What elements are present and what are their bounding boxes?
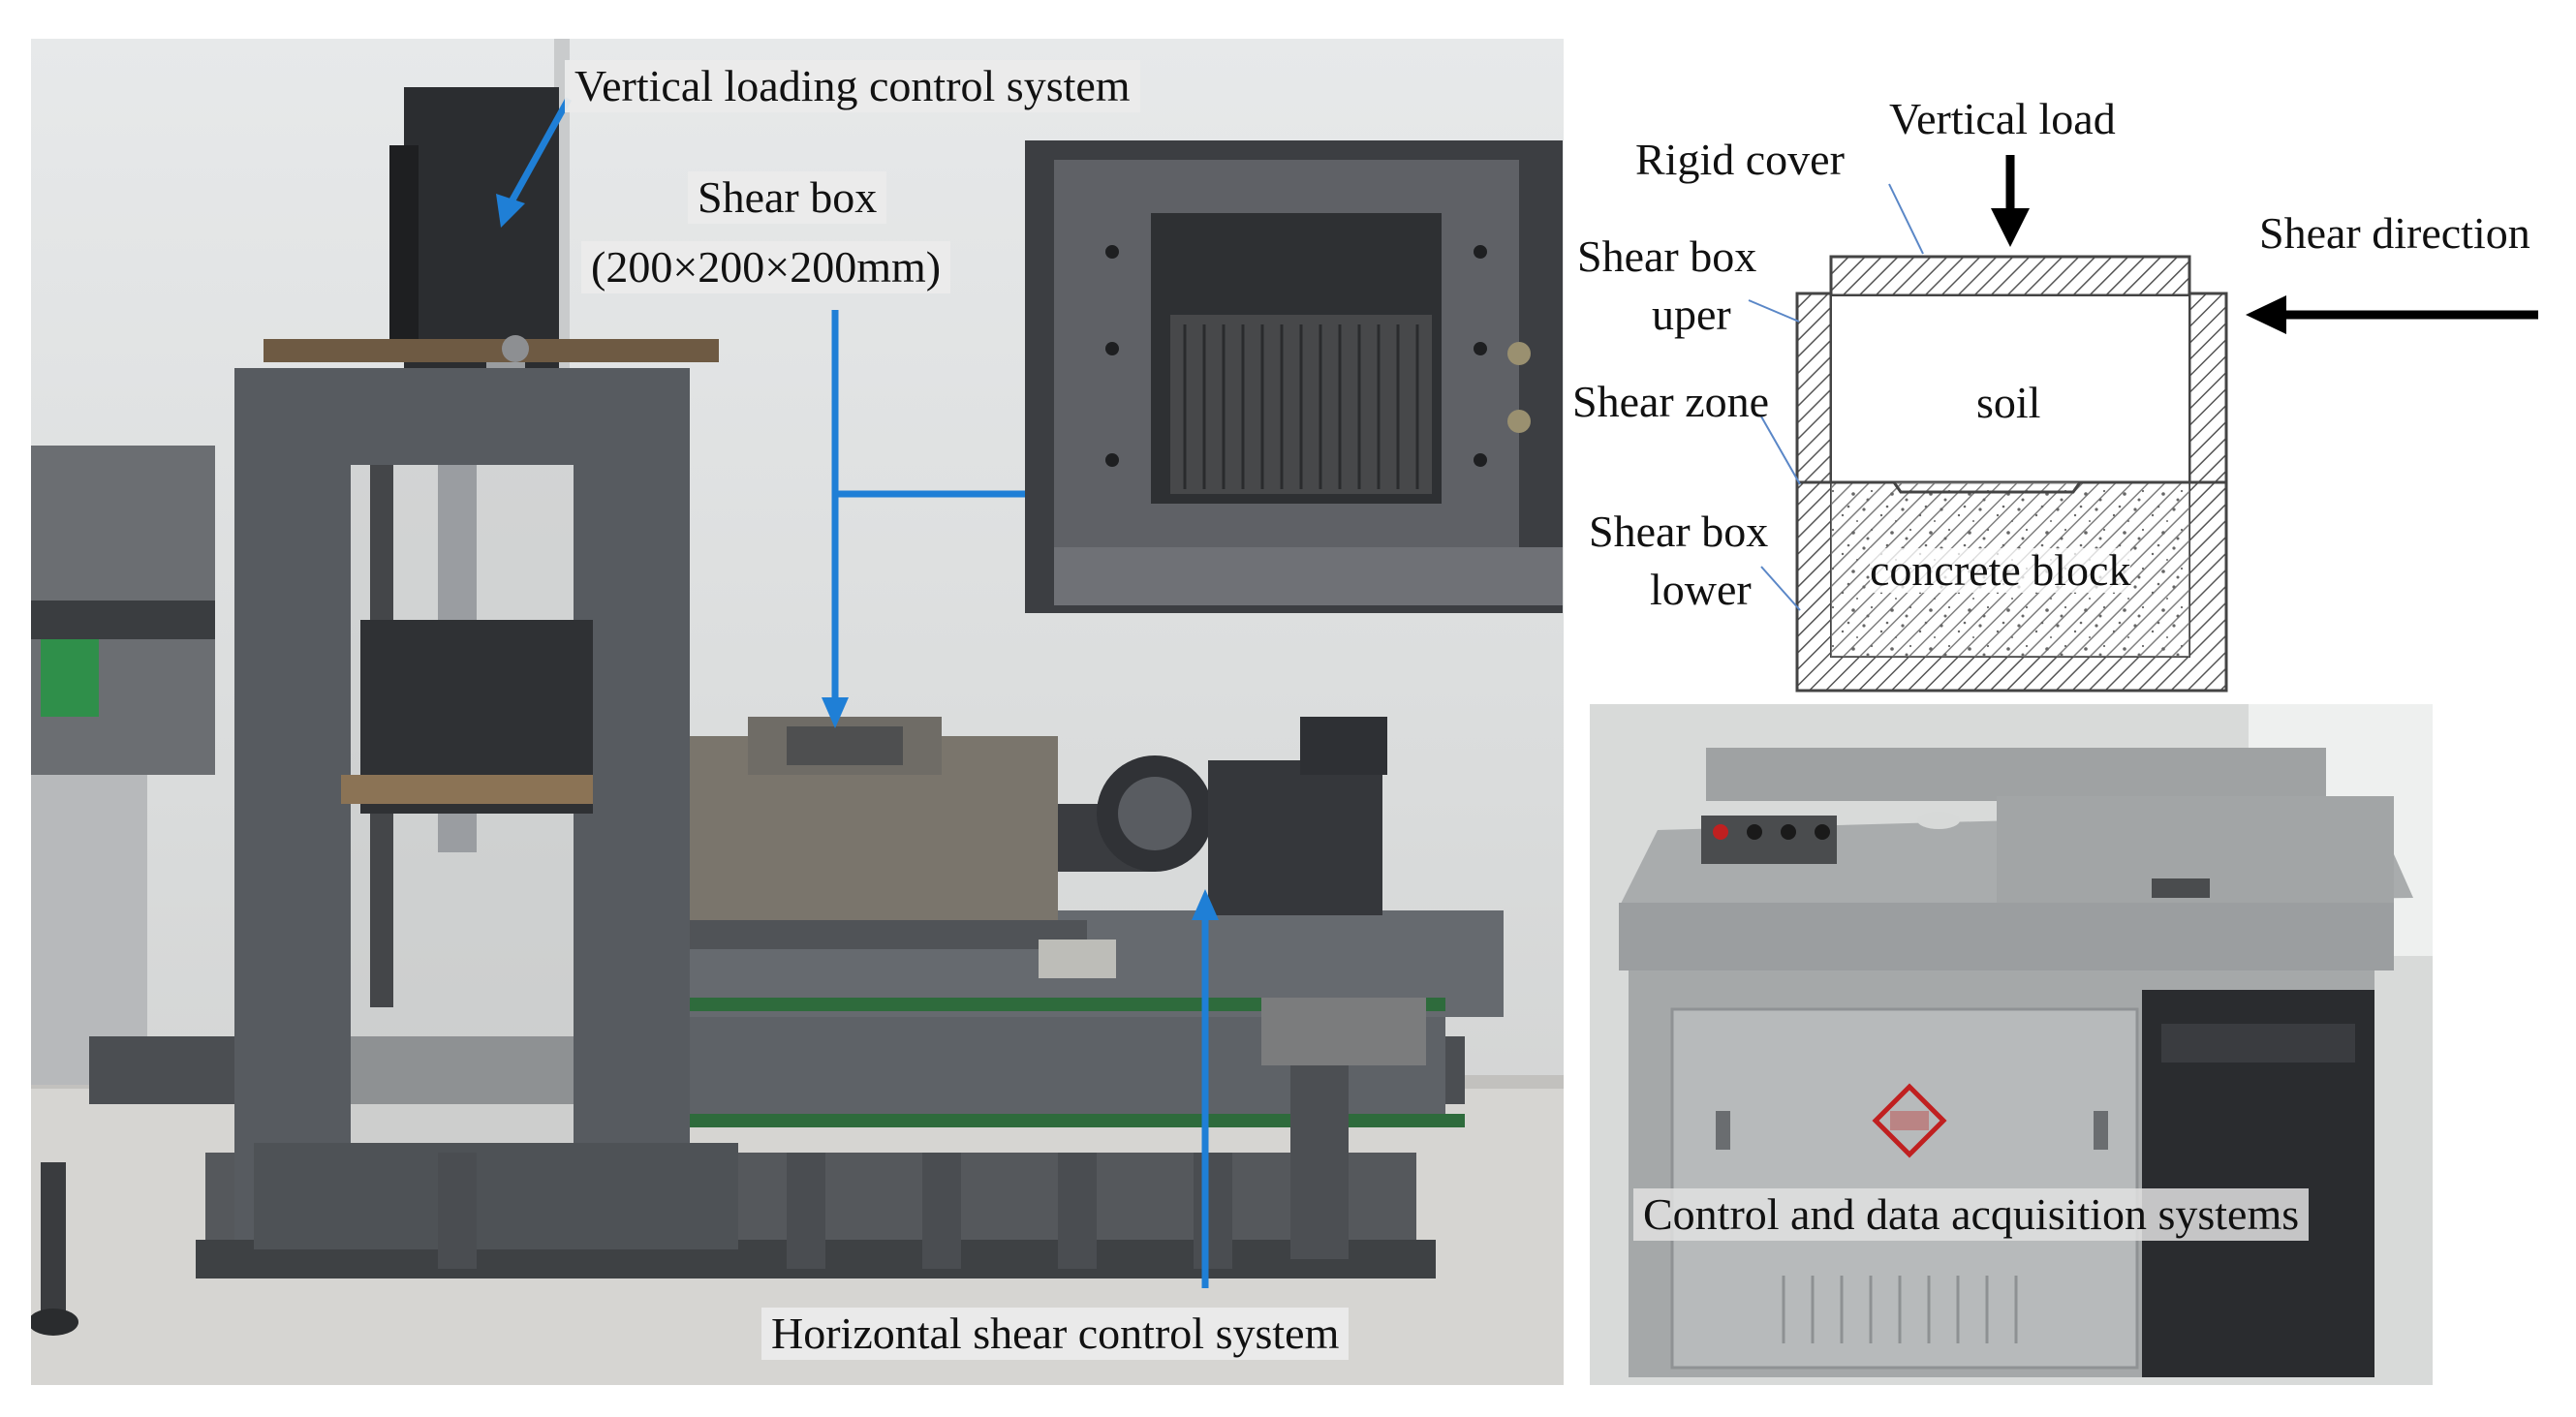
rigid-cover-label: Rigid cover <box>1635 135 1845 184</box>
vertical-load-label: Vertical load <box>1889 94 2116 143</box>
control-console-drawing <box>1590 704 2433 1385</box>
shear-direction-label: Shear direction <box>2259 208 2530 258</box>
rigid-cover-leader <box>1888 183 1924 255</box>
shear-zone-leader <box>1760 416 1801 485</box>
upper-box-right-wall <box>2188 292 2228 484</box>
shear-box-inset-photo <box>1025 140 1563 613</box>
test-machine-drawing <box>31 39 1564 1385</box>
shear-box-inset-drawing <box>1025 140 1563 613</box>
lower-box-leader <box>1760 566 1801 611</box>
upper-box-leader <box>1748 299 1800 323</box>
shear-zone-label: Shear zone <box>1572 377 1770 426</box>
shear-box-upper-label-1: Shear box <box>1577 231 1757 281</box>
logo-mark <box>1872 1083 1947 1158</box>
rigid-cover-shape <box>1829 255 2191 297</box>
shear-box-title-label: Shear box <box>688 171 887 224</box>
left-arrow-icon <box>2246 295 2538 334</box>
upper-box-left-wall <box>1795 292 1833 484</box>
control-console-photo <box>1590 704 2433 1385</box>
shear-box-dims-label: (200×200×200mm) <box>581 241 951 293</box>
soil-label: soil <box>1976 378 2041 427</box>
down-arrow-icon <box>1991 155 2030 247</box>
horizontal-shear-label: Horizontal shear control system <box>761 1308 1350 1360</box>
shear-box-lower-label-1: Shear box <box>1589 507 1769 556</box>
shear-box-upper-label-2: uper <box>1652 290 1731 339</box>
shear-zone-line <box>1831 480 2189 494</box>
concrete-block-label: concrete block <box>1870 545 2131 595</box>
vertical-loading-label: Vertical loading control system <box>565 60 1140 112</box>
shear-box-lower-label-2: lower <box>1650 565 1752 614</box>
control-data-label: Control and data acquisition systems <box>1633 1188 2310 1241</box>
